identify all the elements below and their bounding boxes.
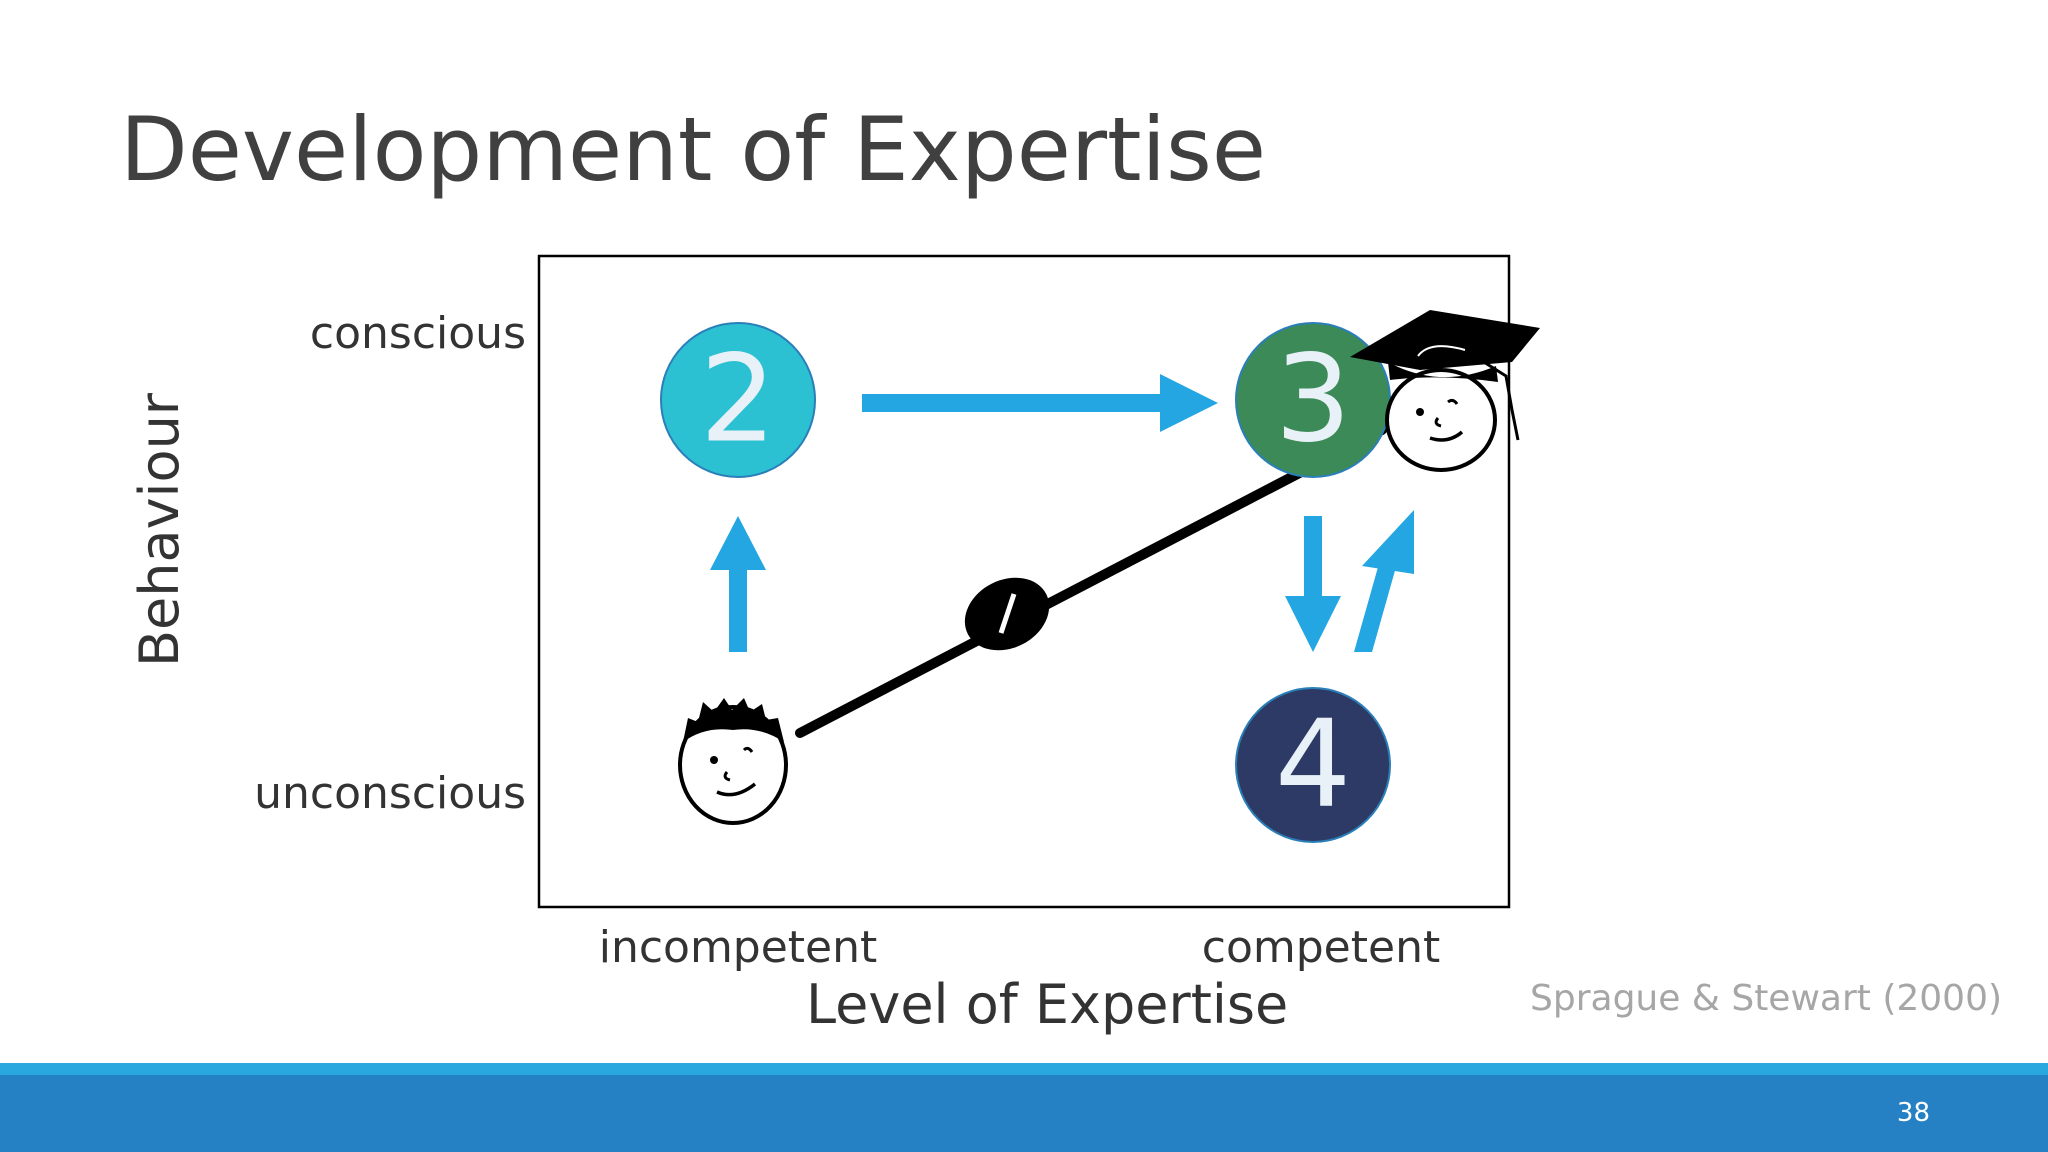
arrow-diagonal-up [1354,510,1414,652]
y-tick-unconscious: unconscious [254,768,526,819]
progress-line [795,425,1387,738]
arrow-down [1285,516,1341,652]
footer-bar [0,1075,2048,1152]
node-4: 4 [1235,687,1391,843]
diagram-frame [537,254,1511,909]
novice-face-icon [678,698,788,825]
arrow-right [862,374,1218,432]
citation: Sprague & Stewart (2000) [1530,978,2003,1019]
node-2-label: 2 [700,331,776,470]
slide-title: Development of Expertise [120,98,1266,201]
x-tick-competent: competent [1201,922,1441,973]
page-number: 38 [1896,1098,1930,1128]
x-axis-title: Level of Expertise [806,973,1289,1036]
y-tick-conscious: conscious [309,308,526,359]
node-2: 2 [660,322,816,478]
node-3: 3 [1235,322,1391,478]
footer-accent-stripe [0,1063,2048,1075]
node-3-label: 3 [1275,331,1351,470]
arrow-up [710,516,766,652]
node-4-label: 4 [1275,696,1351,835]
x-tick-incompetent: incompetent [598,922,878,973]
graduate-face-icon [1350,310,1540,472]
